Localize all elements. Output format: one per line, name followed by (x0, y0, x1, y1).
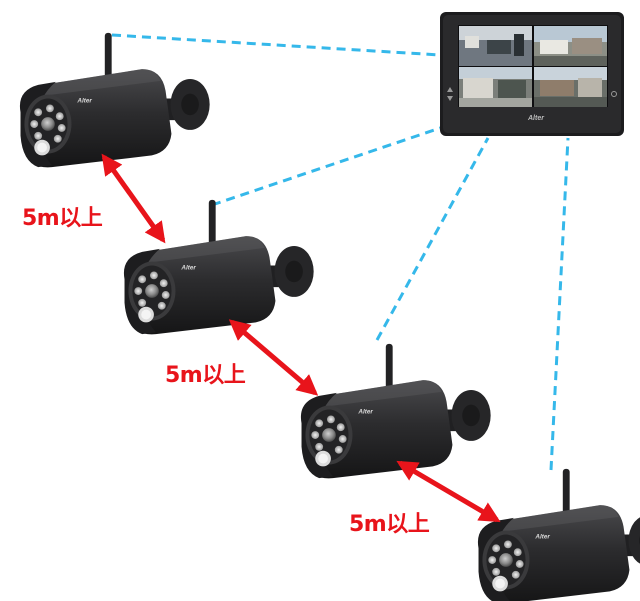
monitor-brand-logo: Alter (527, 115, 545, 122)
monitor-arrow-up-icon (447, 87, 453, 92)
distance-label-1: 5m以上 (22, 206, 103, 231)
distance-arrow-2 (228, 319, 319, 396)
monitor-arrow-down-icon (447, 96, 453, 101)
distance-arrows (101, 153, 501, 523)
camera-feed-2 (534, 26, 607, 66)
monitor-power-icon (611, 91, 617, 97)
camera-feed-3 (459, 67, 532, 107)
camera-1: Alter (19, 32, 210, 168)
wireless-link-1 (111, 33, 441, 57)
monitor: Alter (440, 12, 624, 136)
distance-arrow-3 (396, 460, 501, 523)
camera-4-brand-logo: Alter (534, 533, 550, 540)
wireless-link-2 (211, 120, 459, 207)
wireless-link-4 (549, 137, 570, 471)
camera-feed-1 (459, 26, 532, 66)
wireless-link-3 (375, 137, 490, 341)
camera-2: Alter (123, 199, 314, 335)
camera-4: Alter (477, 468, 640, 601)
camera-2-brand-logo: Alter (180, 264, 196, 271)
camera-3: Alter (300, 343, 491, 479)
camera-feed-4 (534, 67, 607, 107)
wireless-links (111, 33, 570, 471)
distance-label-3: 5m以上 (349, 512, 430, 537)
camera-3-brand-logo: Alter (357, 408, 373, 415)
distance-arrow-1 (101, 153, 166, 244)
distance-label-2: 5m以上 (165, 363, 246, 388)
camera-1-brand-logo: Alter (76, 97, 92, 104)
